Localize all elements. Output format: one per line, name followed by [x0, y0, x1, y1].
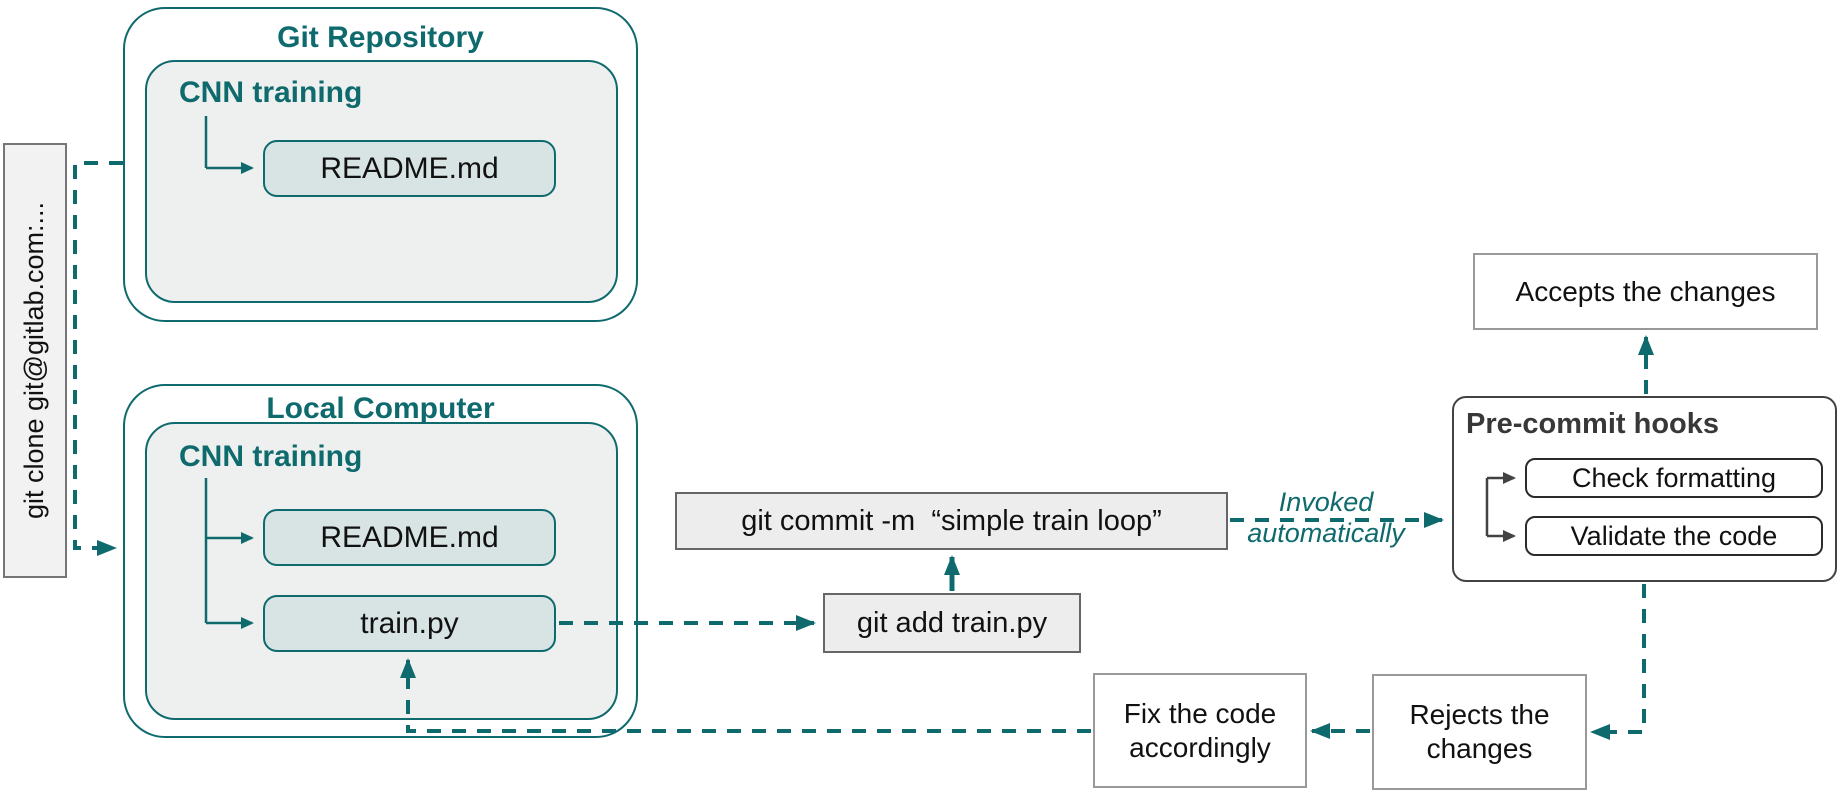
local-computer-title: Local Computer: [266, 392, 495, 425]
rejects-changes-label: Rejects the changes: [1409, 699, 1550, 764]
edge-hooks-to-reject: [1590, 584, 1646, 740]
invoked-line1: Invoked: [1278, 487, 1374, 517]
local-trainpy-node: train.py: [263, 595, 556, 652]
local-readme-node: README.md: [263, 509, 556, 566]
hook-check-formatting: Check formatting: [1525, 458, 1823, 498]
git-clone-label: git clone git@gitlab.com:...: [19, 201, 50, 520]
git-repo-readme-label: README.md: [320, 151, 499, 185]
git-add-node: git add train.py: [823, 593, 1081, 653]
git-commit-label: git commit -m “simple train loop”: [741, 504, 1162, 537]
rejects-changes-node: Rejects the changes: [1372, 674, 1587, 790]
precommit-hooks-title: Pre-commit hooks: [1466, 408, 1719, 440]
git-repo-folder-title: CNN training: [179, 76, 363, 109]
local-folder-title: CNN training: [179, 440, 363, 473]
git-repo-readme-node: README.md: [263, 140, 556, 197]
git-repository-title: Git Repository: [277, 21, 484, 54]
fix-code-node: Fix the code accordingly: [1093, 673, 1307, 788]
local-readme-label: README.md: [320, 520, 499, 554]
hook-validate-code-label: Validate the code: [1570, 520, 1778, 551]
invoked-automatically-label: Invoked automatically: [1238, 487, 1414, 549]
accepts-changes-label: Accepts the changes: [1515, 275, 1776, 307]
hook-check-formatting-label: Check formatting: [1571, 462, 1777, 493]
fix-code-label: Fix the code accordingly: [1123, 697, 1277, 763]
git-commit-node: git commit -m “simple train loop”: [675, 492, 1228, 550]
local-folder-box: CNN training: [145, 422, 618, 720]
hook-validate-code: Validate the code: [1525, 516, 1823, 556]
git-clone-label-box: git clone git@gitlab.com:...: [3, 143, 67, 578]
invoked-line2: automatically: [1247, 518, 1405, 548]
edge-git-clone: [73, 161, 123, 556]
local-trainpy-label: train.py: [360, 606, 459, 640]
git-add-label: git add train.py: [856, 606, 1048, 639]
accepts-changes-node: Accepts the changes: [1473, 253, 1818, 330]
